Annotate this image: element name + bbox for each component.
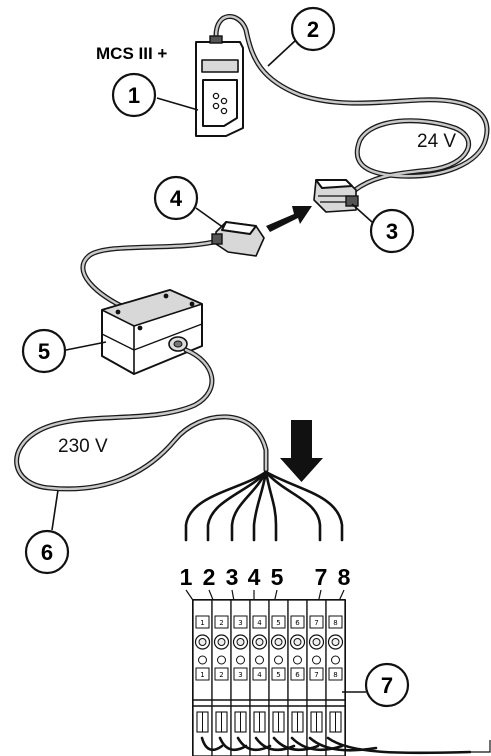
callout-leaders: [51, 39, 373, 693]
terminal-top-label: 8: [333, 619, 337, 627]
terminal-bottom-label: 6: [295, 671, 300, 679]
terminal-top-label: 4: [257, 619, 262, 627]
wire-number: 1: [180, 564, 193, 590]
cable-230v: [14, 347, 269, 492]
voltage-230v-label: 230 V: [58, 436, 108, 457]
cable-24v: [213, 14, 490, 193]
terminal-top-label: 1: [200, 619, 204, 627]
callout-1: 1: [111, 72, 157, 118]
callout-6: 6: [24, 529, 70, 575]
device-label: MCS III +: [96, 44, 167, 63]
wire-number: 5: [271, 564, 284, 590]
terminal-column: 55: [268, 599, 289, 756]
svg-text:4: 4: [170, 186, 183, 211]
callout-7: 7: [364, 662, 410, 708]
terminal-column: 66: [287, 599, 308, 756]
callout-4: 4: [153, 175, 199, 221]
terminal-bottom-label: 1: [200, 671, 204, 679]
terminal-column: 22: [211, 599, 232, 756]
wire-fanout: [184, 470, 344, 542]
wire-number: 2: [203, 564, 216, 590]
wire-number: 7: [315, 564, 328, 590]
wire-number: 4: [248, 564, 261, 590]
svg-text:5: 5: [38, 339, 50, 364]
terminal-column: 33: [230, 599, 251, 756]
socket-connector: [211, 221, 265, 257]
svg-text:3: 3: [386, 219, 398, 244]
terminal-top-label: 3: [238, 619, 242, 627]
wire-number: 3: [226, 564, 239, 590]
svg-text:6: 6: [41, 540, 53, 565]
terminal-top-label: 7: [314, 619, 318, 627]
svg-text:2: 2: [307, 17, 319, 42]
svg-text:7: 7: [381, 673, 393, 698]
wire-number: 8: [338, 564, 351, 590]
voltage-24v-label: 24 V: [417, 131, 456, 152]
terminal-bottom-label: 4: [257, 671, 262, 679]
terminal-top-label: 6: [295, 619, 300, 627]
down-arrow: [280, 420, 323, 482]
callout-2: 2: [290, 6, 336, 52]
terminal-column: 77: [306, 599, 327, 756]
cable-box-to-socket: [80, 237, 225, 313]
bottom-wires: [200, 736, 491, 755]
wire-numbers: 1 2 3 4 5 7 8: [180, 564, 351, 590]
terminal-column: 11: [192, 599, 213, 756]
plug-24v: [313, 179, 359, 213]
terminal-bottom-label: 7: [314, 671, 318, 679]
svg-text:1: 1: [128, 83, 140, 108]
callout-5: 5: [21, 328, 67, 374]
terminal-bottom-label: 5: [276, 671, 280, 679]
terminal-top-label: 2: [219, 619, 223, 627]
terminal-bottom-label: 3: [238, 671, 242, 679]
terminal-column: 88: [325, 599, 346, 756]
connect-arrow: [266, 206, 312, 232]
junction-box: [101, 289, 203, 375]
callout-3: 3: [369, 208, 415, 254]
terminal-column: 44: [249, 599, 270, 756]
terminal-top-label: 5: [276, 619, 280, 627]
mcs-device: [195, 35, 244, 137]
terminal-bottom-label: 2: [219, 671, 223, 679]
terminal-bottom-label: 8: [333, 671, 337, 679]
